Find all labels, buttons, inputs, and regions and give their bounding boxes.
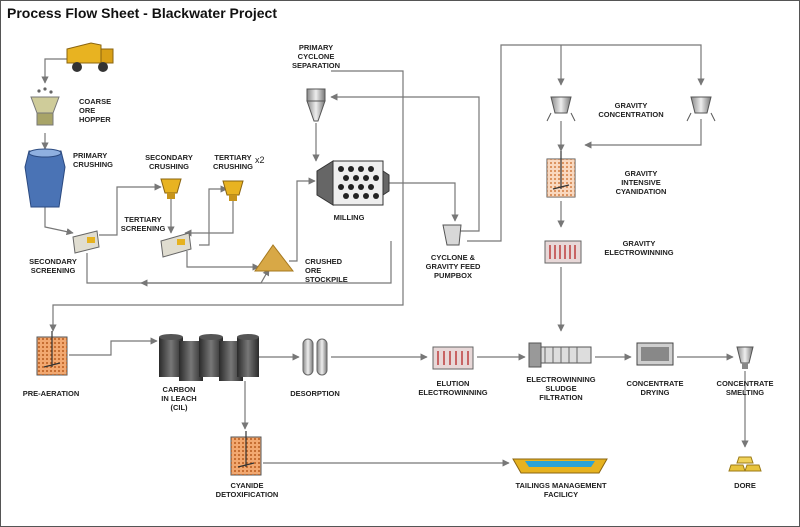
pumpbox-icon [442, 224, 462, 246]
electrowinning-cell-icon [432, 346, 474, 370]
flow-primary-to-screen [44, 207, 74, 236]
tertiary-screen-icon [160, 232, 192, 258]
dryer-icon [636, 342, 674, 366]
secondary-crusher-icon [160, 178, 182, 199]
electrowinning-cell-icon [544, 240, 582, 264]
flow-cyclone-to-preaeration [49, 70, 404, 332]
label-crushed-ore-stockpile: CRUSHED ORE STOCKPILE [305, 257, 348, 284]
label-concentrate-smelting: CONCENTRATE SMELTING [716, 379, 774, 397]
flow-truck-to-hopper [41, 58, 69, 84]
cyclone-icon [306, 88, 326, 122]
flow-stockpile-to-mill [289, 177, 316, 262]
tailings-pond-icon [512, 458, 608, 474]
label-cyclone-gravity-feed-pumpbox: CYCLONE & GRAVITY FEED PUMPBOX [425, 253, 481, 280]
label-milling: MILLING [333, 213, 365, 222]
label-pre-aeration: PRE-AERATION [22, 389, 80, 398]
page-title: Process Flow Sheet - Blackwater Project [7, 5, 277, 21]
dore-bars-icon [728, 456, 762, 472]
gravity-concentrator-icon [686, 96, 716, 122]
flow-pumpbox-to-cyclone [330, 93, 480, 232]
flow-preaeration-to-cil [69, 337, 158, 356]
secondary-screen-icon [72, 230, 100, 254]
label-primary-cyclone-separation: PRIMARY CYCLONE SEPARATION [291, 43, 341, 70]
mill-icon [316, 160, 390, 206]
label-elution-electrowinning: ELUTION ELECTROWINNING [418, 379, 488, 397]
label-secondary-screening: SECONDARY SCREENING [29, 257, 77, 275]
smelting-furnace-icon [736, 346, 754, 369]
flow-stockpile-return [140, 241, 392, 287]
flow-pumpbox-to-gravity [467, 44, 705, 242]
label-concentrate-drying: CONCENTRATE DRYING [626, 379, 684, 397]
label-tailings-management-facility: TAILINGS MANAGEMENT FACILICY [515, 481, 607, 499]
label-coarse-ore-hopper: COARSE ORE HOPPER [79, 97, 112, 124]
label-gravity-intensive-cyanidation: GRAVITY INTENSIVE CYANIDATION [615, 169, 667, 196]
flow-tertscreen-to-tertiary [199, 185, 228, 246]
flow-screen-to-stockpile [86, 253, 270, 284]
tertiary-crusher-icon [222, 180, 244, 201]
label-electrowinning-sludge-filtration: ELECTROWINNING SLUDGE FILTRATION [526, 375, 596, 402]
detox-tank-icon [230, 431, 262, 476]
cil-tanks-icon [159, 334, 259, 381]
flow-screen-to-secondary [99, 183, 162, 236]
label-desorption: DESORPTION [290, 389, 340, 398]
label-secondary-crushing: SECONDARY CRUSHING [145, 153, 193, 171]
gravity-concentrator-icon [546, 96, 576, 122]
pre-aeration-tank-icon [36, 331, 68, 376]
flow-grav2-to-gic [584, 119, 702, 149]
label-tertiary-multiplier: x2 [255, 155, 265, 165]
haul-truck-icon [66, 42, 114, 72]
primary-crusher-icon [24, 148, 66, 208]
cyanidation-tank-icon [546, 151, 576, 198]
hopper-icon [30, 87, 60, 126]
label-dore: DORE [734, 481, 756, 490]
filter-press-icon [528, 342, 592, 368]
label-carbon-in-leach: CARBON IN LEACH (CIL) [161, 385, 197, 412]
flow-lines [41, 44, 749, 467]
label-tertiary-crushing: TERTIARY CRUSHING [212, 153, 254, 171]
desorption-columns-icon [302, 338, 328, 376]
label-cyanide-detoxification: CYANIDE DETOXIFICATION [215, 481, 279, 499]
label-primary-crushing: PRIMARY CRUSHING [73, 151, 114, 169]
stockpile-icon [254, 244, 295, 272]
label-gravity-electrowinning: GRAVITY ELECTROWINNING [604, 239, 674, 257]
flow-tertiary-down [184, 199, 234, 237]
label-tertiary-screening: TERTIARY SCREENING [120, 215, 166, 233]
flow-tertscreen-to-stockpile [186, 251, 260, 271]
flow-mill-to-pumpbox [387, 182, 459, 222]
label-gravity-concentration: GRAVITY CONCENTRATION [598, 101, 664, 119]
